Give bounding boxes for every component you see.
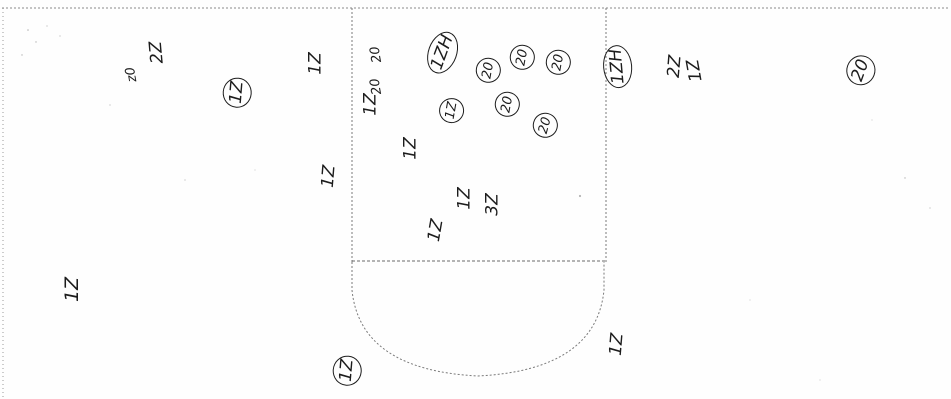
- shot-mark: 1Z: [605, 332, 628, 357]
- shot-mark: 20: [367, 45, 386, 64]
- shot-mark: 1Z: [61, 276, 84, 303]
- shot-mark: 2Z: [663, 54, 686, 79]
- shot-mark: 1Z: [400, 137, 421, 160]
- shot-mark: 3Z: [482, 193, 503, 216]
- shot-mark: 2Z: [145, 40, 168, 65]
- shot-mark: 1Z: [682, 57, 707, 84]
- shot-mark: 1Z: [317, 164, 340, 189]
- shot-mark: 1Z: [423, 217, 448, 244]
- shot-mark: 1Z: [305, 52, 326, 75]
- scan-noise: [21, 25, 931, 381]
- free-throw-circle: [351, 262, 605, 377]
- shot-mark: z0: [122, 65, 141, 84]
- shot-mark: 1Z: [360, 93, 381, 116]
